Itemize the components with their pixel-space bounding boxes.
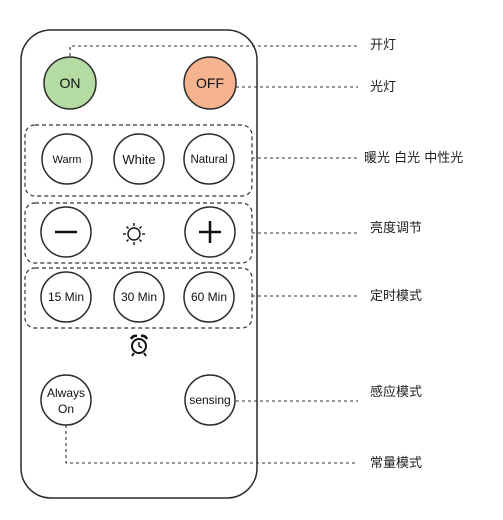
always-on-button[interactable]: Always On xyxy=(40,374,92,426)
sensing-button[interactable]: sensing xyxy=(184,374,236,426)
timer-15-button[interactable]: 15 Min xyxy=(40,271,92,323)
warm-button[interactable]: Warm xyxy=(41,133,93,185)
timer-15-label: 15 Min xyxy=(48,290,84,304)
sun-icon xyxy=(123,223,145,245)
color-group-box xyxy=(24,124,253,197)
always-on-leader-line xyxy=(65,425,358,464)
natural-button[interactable]: Natural xyxy=(183,133,235,185)
on-button[interactable]: ON xyxy=(43,56,97,110)
brightness-down-button[interactable] xyxy=(40,206,92,258)
always-on-annotation: 常量模式 xyxy=(370,456,422,471)
timer-group-box xyxy=(24,267,253,329)
timer-30-label: 30 Min xyxy=(121,290,157,304)
off-annotation: 光灯 xyxy=(370,80,396,95)
brightness-up-button[interactable] xyxy=(184,206,236,258)
timer-60-button[interactable]: 60 Min xyxy=(183,271,235,323)
brightness-group-box xyxy=(24,202,253,264)
sensing-annotation: 感应模式 xyxy=(370,384,422,400)
warm-button-label: Warm xyxy=(53,154,82,166)
timer-30-button[interactable]: 30 Min xyxy=(113,271,165,323)
timer-60-label: 60 Min xyxy=(191,290,227,304)
off-button-label: OFF xyxy=(196,75,224,91)
natural-button-label: Natural xyxy=(190,154,227,166)
on-button-label: ON xyxy=(60,75,81,91)
white-button[interactable]: White xyxy=(113,133,165,185)
alarm-clock-icon xyxy=(129,334,149,357)
timer-annotation: 定时模式 xyxy=(370,289,422,304)
on-annotation: 开灯 xyxy=(370,38,396,53)
always-on-label-line2: On xyxy=(58,402,74,416)
brightness-annotation: 亮度调节 xyxy=(370,220,422,236)
always-on-label-line1: Always xyxy=(47,386,85,400)
off-button[interactable]: OFF xyxy=(183,56,237,110)
white-button-label: White xyxy=(122,152,155,167)
color-annotation: 暖光 白光 中性光 xyxy=(364,150,463,166)
sensing-button-label: sensing xyxy=(189,393,230,407)
